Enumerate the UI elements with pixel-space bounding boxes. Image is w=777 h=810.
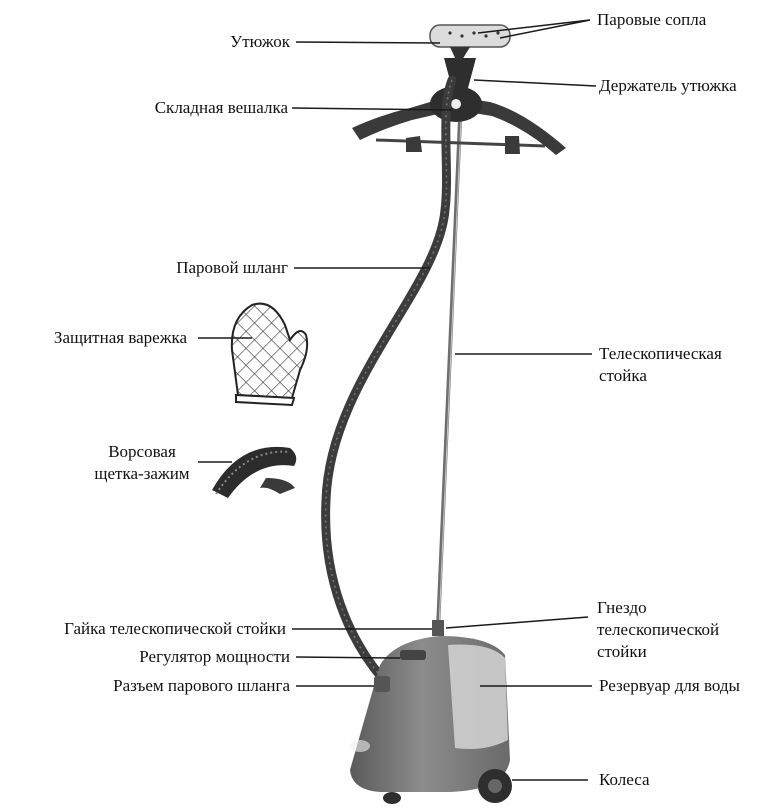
label-pole-socket-line3: стойки <box>597 642 647 661</box>
label-hose-connector: Разъем парового шланга <box>113 676 290 695</box>
label-steam-nozzles: Паровые сопла <box>597 10 706 29</box>
label-pole-nut: Гайка телескопической стойки <box>64 619 286 638</box>
steam-hose <box>326 80 452 678</box>
label-power-regulator: Регулятор мощности <box>139 647 290 666</box>
label-iron-holder: Держатель утюжка <box>599 76 737 95</box>
label-wheels: Колеса <box>599 770 650 789</box>
label-telescopic-pole-line2: стойка <box>599 366 647 385</box>
label-water-tank: Резервуар для воды <box>599 676 740 695</box>
brush-clip <box>212 447 296 498</box>
label-iron: Утюжок <box>230 32 290 51</box>
label-pole-socket-line2: телескопической <box>597 620 719 639</box>
power-regulator <box>400 650 426 660</box>
pole-nut <box>432 620 444 636</box>
label-brush-line2: щетка-зажим <box>72 464 212 483</box>
label-brush-line1: Ворсовая <box>92 442 192 461</box>
label-folding-hanger: Складная вешалка <box>155 98 288 117</box>
mitten <box>232 304 307 405</box>
label-steam-hose: Паровой шланг <box>176 258 288 277</box>
steamer-base <box>350 636 510 792</box>
label-pole-socket-line1: Гнездо <box>597 598 647 617</box>
hose-connector <box>374 676 390 692</box>
label-protective-mitten: Защитная варежка <box>54 328 187 347</box>
label-telescopic-pole-line1: Телескопическая <box>599 344 722 363</box>
water-tank <box>448 645 508 749</box>
